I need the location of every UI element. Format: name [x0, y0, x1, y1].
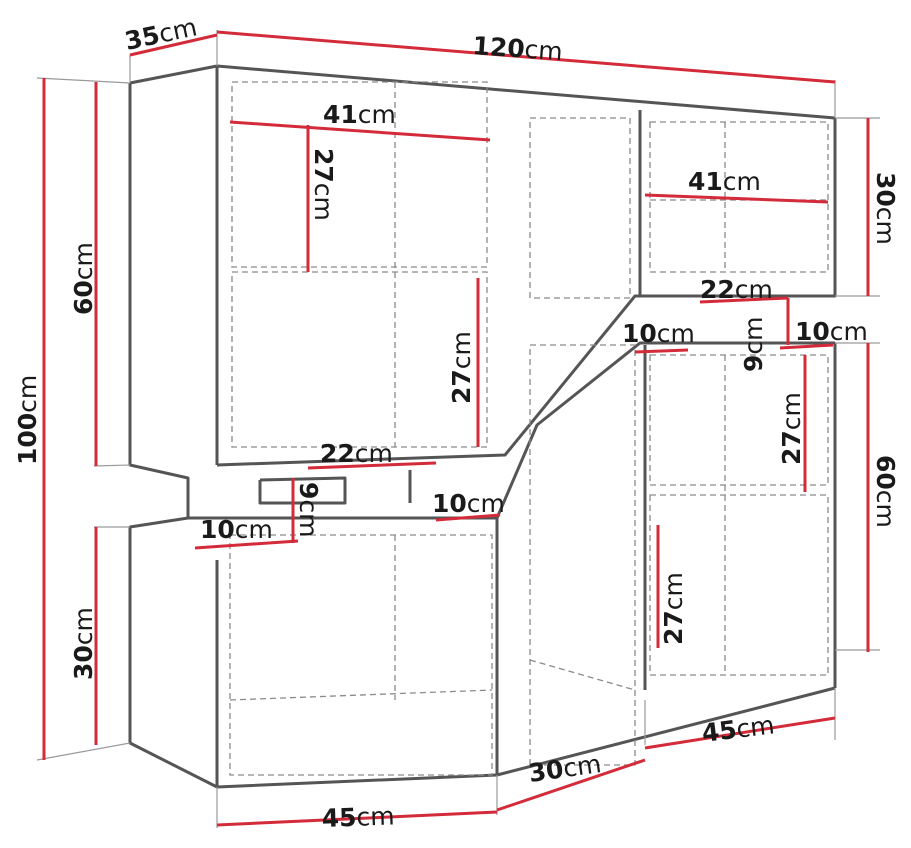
label-right-shelf-width: 41cm [688, 167, 761, 196]
cabinet-outline [128, 64, 837, 789]
label-left-upper-height: 60cm [69, 242, 98, 315]
label-height-total: 100cm [13, 375, 42, 465]
label-right-middle-compartment-height: 27cm [777, 392, 806, 465]
guide-lines [36, 30, 880, 828]
label-left-gap-side-b: 10cm [432, 489, 505, 518]
label-right-gap-side-b: 10cm [795, 317, 868, 346]
label-bottom-left-width: 45cm [321, 801, 395, 833]
label-left-gap-side-a: 10cm [200, 515, 273, 544]
label-left-shelf-height: 27cm [309, 148, 338, 221]
label-right-gap-side-a: 10cm [622, 319, 695, 348]
label-left-gap-height: 9cm [294, 482, 323, 538]
label-right-upper-height: 30cm [871, 172, 900, 245]
inner-shelves [229, 81, 829, 776]
dimension-lines [42, 30, 870, 827]
dimension-labels: 35cm 120cm 100cm 60cm 30cm 30cm 60cm 41c… [13, 12, 900, 833]
label-left-lower-height: 30cm [69, 607, 98, 680]
label-left-gap-width: 22cm [320, 439, 393, 468]
label-bottom-middle-width: 30cm [527, 749, 603, 788]
label-left-shelf-width: 41cm [323, 100, 396, 129]
label-right-lower-height: 60cm [871, 455, 900, 528]
label-right-gap-height: 9cm [739, 316, 768, 372]
label-left-lower-compartment-height: 27cm [447, 331, 476, 404]
label-right-lower-compartment-height: 27cm [659, 572, 688, 645]
label-width-total: 120cm [472, 31, 564, 66]
label-bottom-right-width: 45cm [700, 710, 776, 748]
label-right-gap-width: 22cm [700, 275, 773, 304]
label-depth-top: 35cm [122, 12, 199, 56]
